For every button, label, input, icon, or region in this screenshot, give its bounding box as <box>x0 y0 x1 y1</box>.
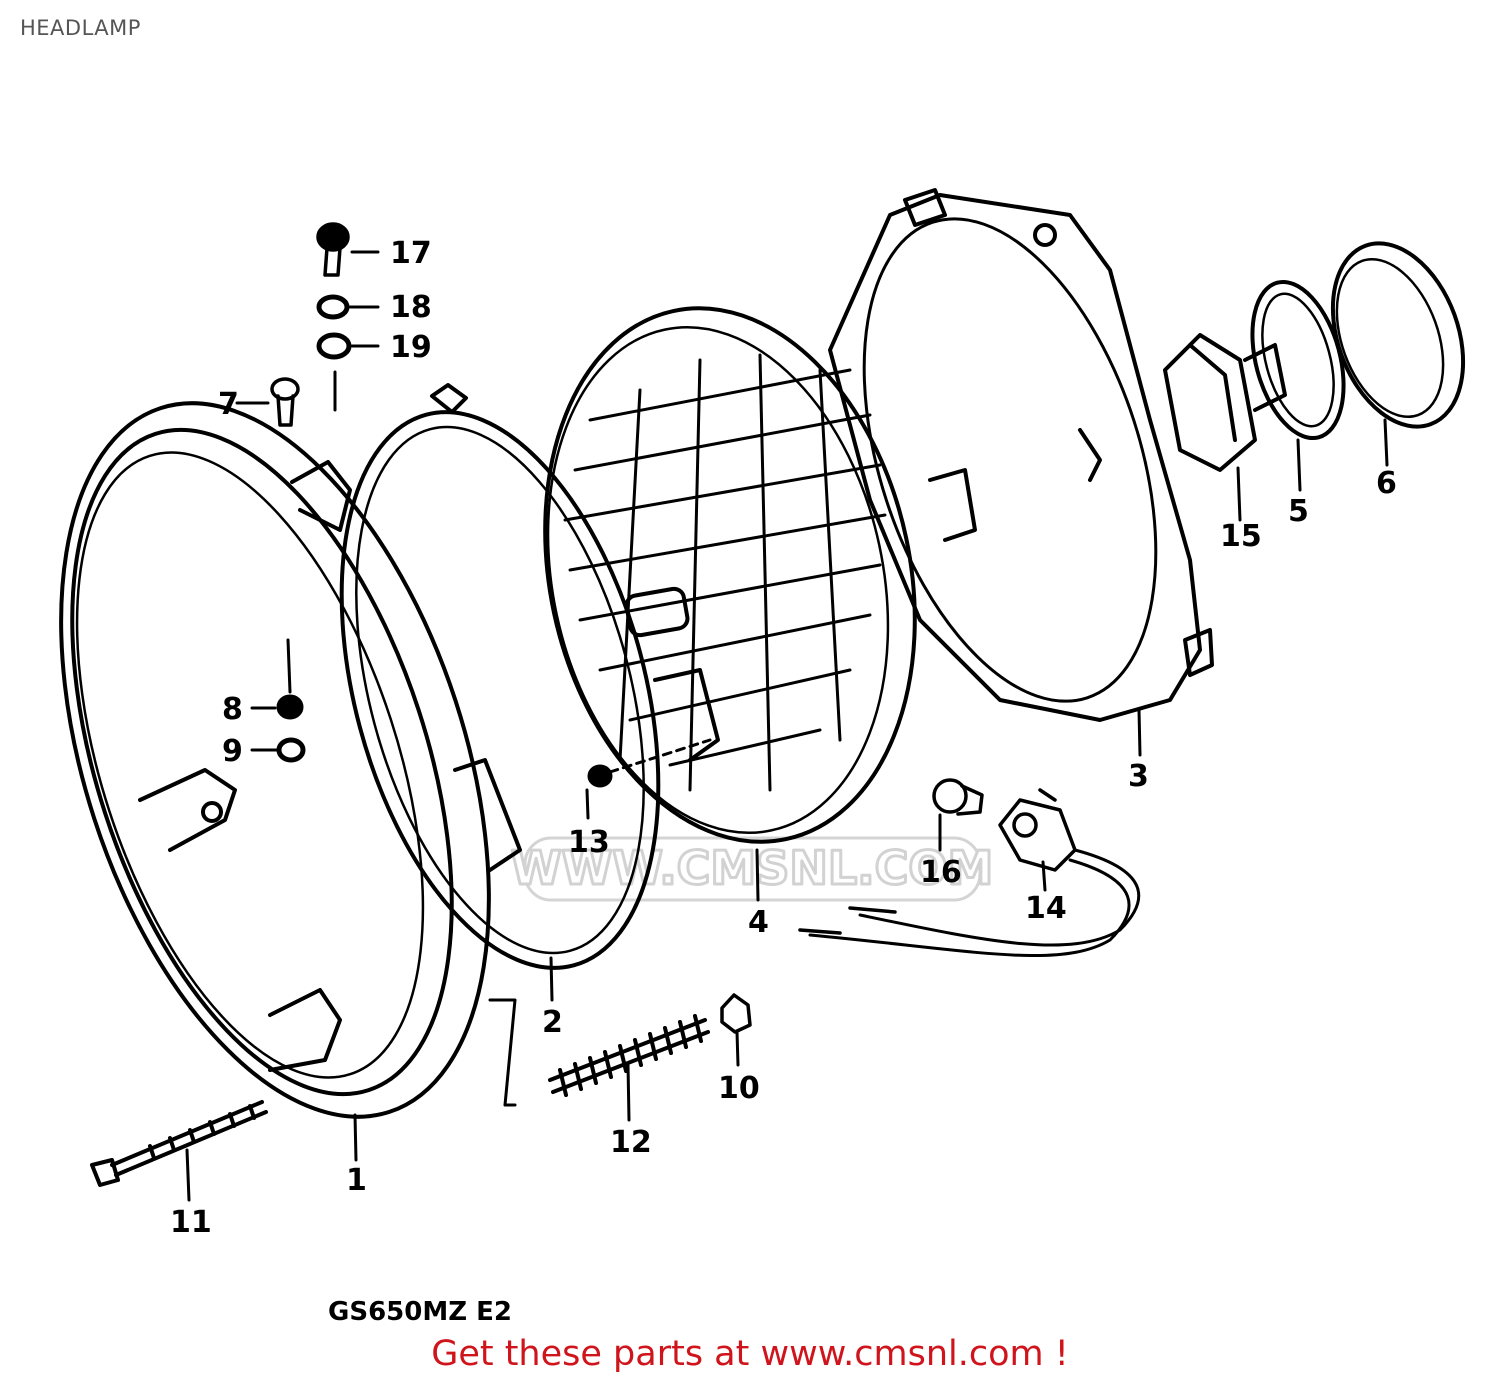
model-code: GS650MZ E2 <box>328 1297 512 1327</box>
part-8-nut <box>276 694 304 720</box>
part-11-long-screw <box>90 1100 268 1187</box>
part-6-cover <box>1330 241 1466 429</box>
part-14-wire-socket <box>798 788 1141 958</box>
callout-9: 9 <box>222 734 243 769</box>
part-16-bulb <box>932 778 984 816</box>
callout-16: 16 <box>920 855 962 890</box>
callout-15: 15 <box>1220 519 1262 554</box>
part-19-washer <box>316 332 352 360</box>
part-9-washer <box>276 737 306 763</box>
part-4-sealed-beam <box>543 306 917 844</box>
part-3-housing <box>828 188 1214 722</box>
part-5-ring <box>1250 279 1346 441</box>
part-10-nut <box>720 993 752 1034</box>
part-7-screw <box>270 377 300 427</box>
part-2-seal-ring <box>339 383 661 970</box>
callout-2: 2 <box>542 1005 563 1040</box>
callout-11: 11 <box>170 1205 212 1240</box>
callout-12: 12 <box>610 1125 652 1160</box>
get-parts-link[interactable]: Get these parts at www.cmsnl.com ! <box>431 1334 1069 1374</box>
callout-13: 13 <box>568 825 610 860</box>
page-title: HEADLAMP <box>20 16 141 40</box>
callout-18: 18 <box>390 290 432 325</box>
leader-lines <box>185 250 1389 1202</box>
svg-text:WWW.CMSNL.COM: WWW.CMSNL.COM <box>511 841 994 895</box>
callout-17: 17 <box>390 236 432 271</box>
watermark: WWW.CMSNL.COM <box>509 836 995 902</box>
callout-labels: 17 18 19 7 8 9 13 16 14 15 5 6 3 4 2 10 … <box>170 236 1397 1327</box>
part-13-screw <box>587 764 613 788</box>
callout-4: 4 <box>748 905 769 940</box>
callout-1: 1 <box>346 1163 367 1198</box>
callout-5: 5 <box>1288 494 1309 529</box>
part-17-bolt <box>316 222 350 277</box>
part-15-socket <box>1163 333 1287 472</box>
callout-10: 10 <box>718 1071 760 1106</box>
part-1-rim <box>59 401 491 1119</box>
callout-14: 14 <box>1025 891 1067 926</box>
callout-8: 8 <box>222 692 243 727</box>
part-12-spring <box>548 1014 710 1097</box>
callout-7: 7 <box>218 387 239 422</box>
part-18-lock-washer <box>316 294 350 320</box>
callout-6: 6 <box>1376 466 1397 501</box>
callout-19: 19 <box>390 330 432 365</box>
callout-3: 3 <box>1128 759 1149 794</box>
